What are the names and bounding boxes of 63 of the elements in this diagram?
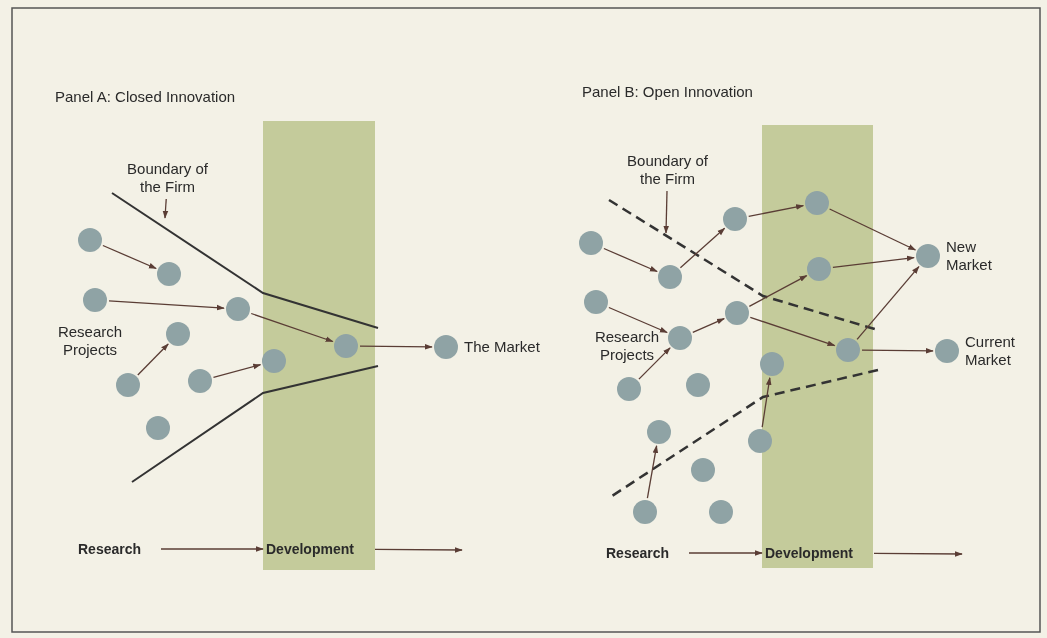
arrow [748, 204, 805, 217]
stage-label: Development [765, 545, 871, 561]
leader-line [162, 198, 169, 219]
arrow [748, 274, 808, 308]
arrow [212, 363, 262, 378]
market-label: The Market [464, 338, 541, 356]
project-circle [647, 420, 671, 444]
stage-label: Research [606, 545, 686, 561]
project-circle [226, 297, 250, 321]
panel-title: Panel A: Closed Innovation [55, 88, 236, 106]
arrow [692, 317, 725, 334]
arrow [108, 300, 225, 311]
project-circle [709, 500, 733, 524]
project-circle [78, 228, 102, 252]
arrow [761, 377, 772, 428]
arrow [603, 247, 658, 273]
project-circle [633, 500, 657, 524]
project-circle [116, 373, 140, 397]
arrow [688, 550, 763, 556]
arrow [137, 343, 169, 376]
arrow [359, 344, 433, 350]
arrow [832, 255, 915, 268]
panel-title: Panel B: Open Innovation [582, 83, 753, 101]
arrow [102, 244, 157, 270]
stage-label: Research [78, 541, 158, 557]
project-circle [725, 301, 749, 325]
market-label: Current Market [965, 333, 1017, 369]
project-circle [146, 416, 170, 440]
project-circle [166, 322, 190, 346]
project-circle [579, 231, 603, 255]
project-circle [157, 262, 181, 286]
project-circle [658, 265, 682, 289]
leader-line [663, 190, 669, 234]
group-label: Research Projects [56, 323, 124, 359]
project-circle [188, 369, 212, 393]
project-circle [434, 335, 458, 359]
project-circle [686, 373, 710, 397]
project-circle [584, 290, 608, 314]
project-circle [748, 429, 772, 453]
project-circle [668, 326, 692, 350]
arrow [250, 312, 334, 343]
arrow [679, 227, 726, 269]
project-circle [83, 288, 107, 312]
boundary-label: Boundary of the Firm [120, 160, 215, 196]
arrow [374, 547, 463, 553]
arrow [749, 316, 836, 347]
arrow [873, 551, 963, 557]
boundary-label: Boundary of the Firm [620, 152, 715, 188]
project-circle [691, 458, 715, 482]
arrow [856, 266, 920, 340]
arrow [638, 347, 671, 380]
arrow [646, 445, 659, 499]
project-circle [935, 339, 959, 363]
project-circle [723, 207, 747, 231]
market-label: New Market [946, 238, 993, 274]
project-circle [916, 244, 940, 268]
stage-label: Development [266, 541, 372, 557]
arrow [608, 306, 668, 334]
arrow [861, 348, 934, 354]
group-label: Research Projects [593, 328, 661, 364]
arrow [160, 546, 264, 552]
arrow [828, 208, 917, 251]
project-circle [617, 377, 641, 401]
